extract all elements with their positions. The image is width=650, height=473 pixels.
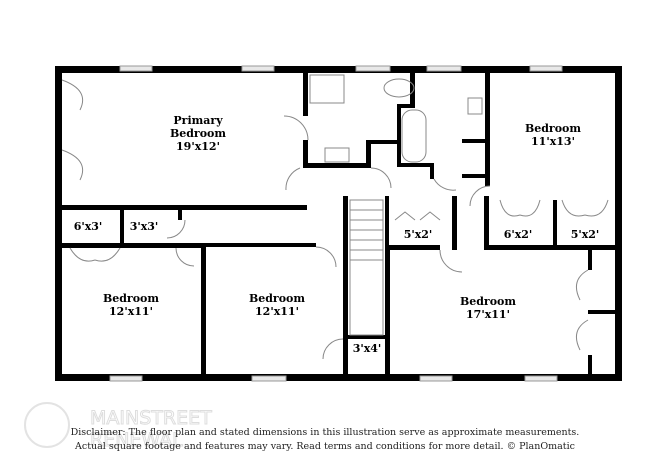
svg-text:RENEWAL: RENEWAL [90, 429, 183, 451]
windows [109, 65, 563, 382]
closet-label: 6'x3' [74, 220, 103, 233]
room-bedroom-sw-name: Bedroom [103, 292, 159, 305]
shower [309, 74, 345, 104]
closet-label: 3'x4' [353, 342, 382, 355]
room-bedroom-se-name: Bedroom [460, 295, 516, 308]
disclaimer-line2: Actual square footage and features may v… [74, 441, 575, 452]
closet-label: 3'x3' [130, 220, 159, 233]
room-primary-line1: Primary [173, 114, 223, 127]
closet-label: 5'x2' [404, 228, 433, 241]
svg-text:MAINSTREET: MAINSTREET [90, 407, 212, 429]
room-primary-line2: Bedroom [170, 127, 226, 140]
closet-doors [61, 79, 609, 351]
sink [324, 147, 350, 163]
sink-2 [467, 97, 483, 115]
disclaimer-line1: Disclaimer: The floor plan and stated di… [71, 427, 580, 438]
room-bedroom-sw-dim: 12'x11' [109, 305, 153, 318]
toilet [383, 78, 415, 98]
closet-label: 6'x2' [504, 228, 533, 241]
bathtub [401, 109, 427, 163]
room-bedroom-ne-name: Bedroom [525, 122, 581, 135]
closet-label: 5'x2' [571, 228, 600, 241]
room-bedroom-s-dim: 12'x11' [255, 305, 299, 318]
door-swings [166, 115, 491, 360]
fixtures [61, 74, 609, 360]
watermark-logo: MAINSTREET RENEWAL [24, 402, 213, 452]
stairs [349, 199, 384, 336]
room-primary-dim: 19'x12' [176, 140, 220, 153]
room-bedroom-s-name: Bedroom [249, 292, 305, 305]
room-bedroom-se-dim: 17'x11' [466, 308, 510, 321]
walls [55, 66, 622, 381]
room-bedroom-ne-dim: 11'x13' [531, 135, 575, 148]
room-labels: Primary Bedroom 19'x12' Bedroom 11'x13' … [74, 114, 600, 355]
